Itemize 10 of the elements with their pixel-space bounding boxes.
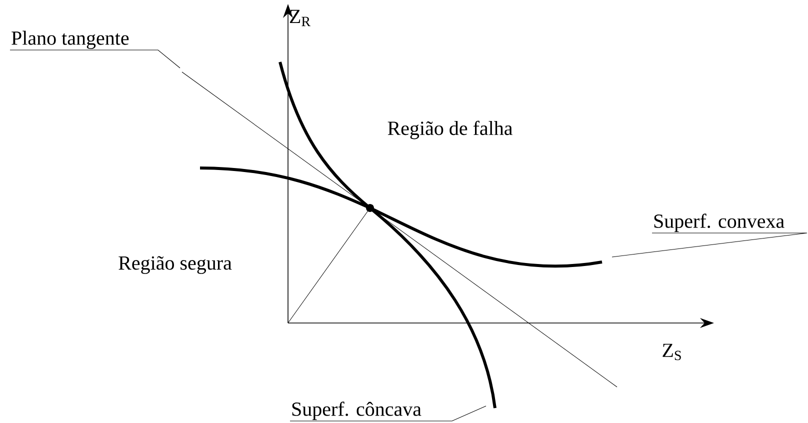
callout-label: Superf. convexa [654, 214, 784, 232]
leader-line [290, 406, 486, 422]
axis-label: Z$_{S}$ [662, 344, 681, 360]
region-label: Região segura [118, 256, 232, 274]
callout-label: Superf. côncava [292, 402, 422, 420]
leader-line [10, 50, 180, 68]
region-label: Região de falha [388, 120, 512, 140]
axis-label: Z$_{R}$ [290, 10, 310, 26]
leader-line [612, 232, 808, 258]
callout-label: Plano tangente [12, 30, 129, 49]
